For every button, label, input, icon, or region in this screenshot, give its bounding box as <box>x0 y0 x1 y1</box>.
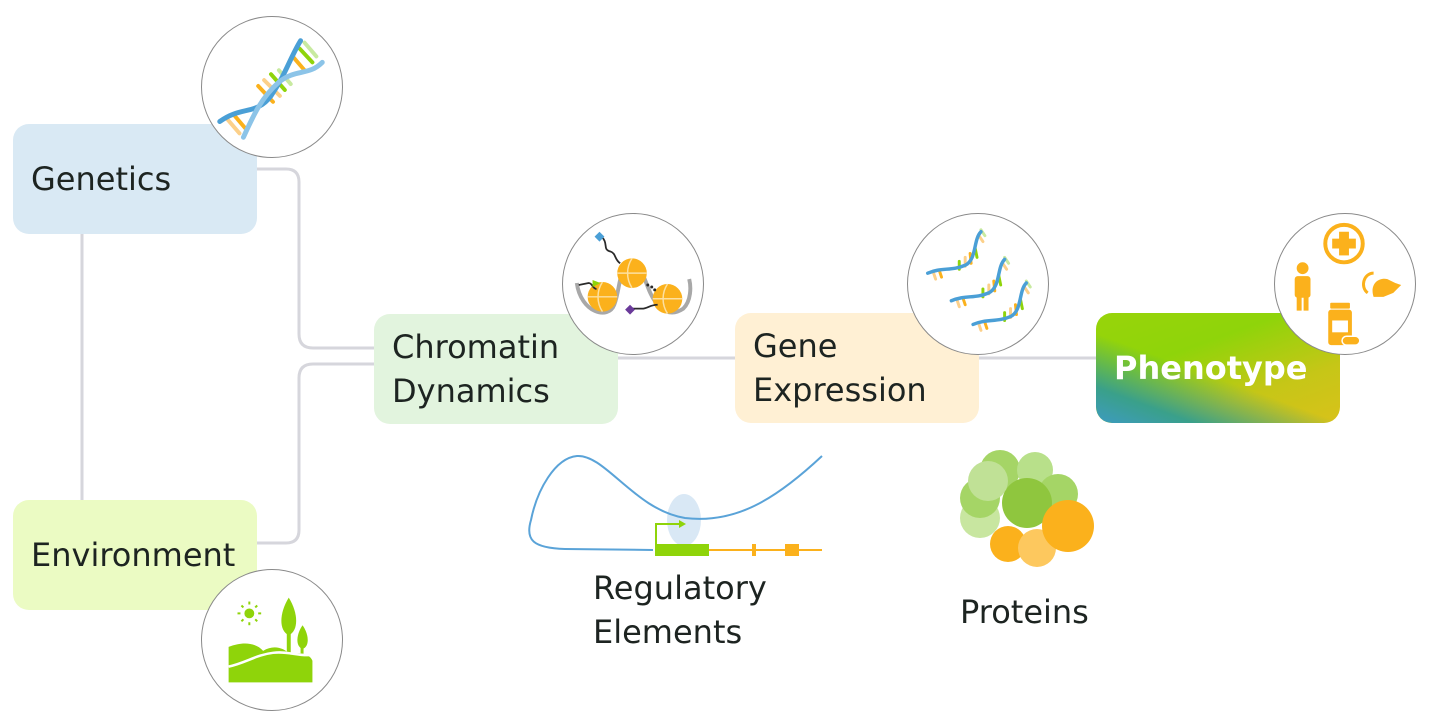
dna-loop-line <box>528 454 823 551</box>
regulatory-label-line1: Regulatory <box>593 569 767 607</box>
enhancer-highlight <box>667 494 701 546</box>
rna-strands-icon <box>907 213 1049 355</box>
genetics-node[interactable]: Genetics <box>13 124 257 234</box>
genetics-label: Genetics <box>31 160 172 198</box>
phenotype-label: Phenotype <box>1114 349 1308 387</box>
environment-node[interactable]: Environment <box>13 500 257 610</box>
edge-genetics-chromatin <box>257 167 374 350</box>
person-icon <box>1294 262 1311 311</box>
medical-cross-icon <box>1323 222 1365 265</box>
mouse-icon <box>1362 271 1402 297</box>
chromatin-dynamics-node[interactable]: Chromatin Dynamics <box>374 314 618 424</box>
edge-environment-chromatin <box>257 362 374 545</box>
gene-expression-node[interactable]: Gene Expression <box>735 313 979 423</box>
environment-label: Environment <box>31 536 236 574</box>
chromatin-label-line2: Dynamics <box>392 372 550 410</box>
regulatory-elements-label: Regulatory Elements <box>593 566 767 654</box>
regulatory-label-line2: Elements <box>593 613 743 651</box>
exon-1 <box>752 544 756 556</box>
protein-cluster-icon <box>960 450 1094 567</box>
enhancer-loop-icon <box>528 454 823 556</box>
pill-bottle-icon <box>1328 302 1361 346</box>
exon-2 <box>785 544 799 556</box>
promoter-block <box>655 544 709 556</box>
gene-expression-label-line2: Expression <box>753 371 927 409</box>
gene-expression-label-line1: Gene <box>753 327 838 365</box>
nucleosome-icon <box>562 213 704 355</box>
chromatin-label-line1: Chromatin <box>392 328 560 366</box>
transcription-start-arrow <box>655 523 683 546</box>
proteins-label: Proteins <box>960 593 1089 631</box>
dna-helix-icon <box>201 16 343 158</box>
phenotype-icons <box>1274 213 1416 355</box>
landscape-icon <box>201 569 343 711</box>
